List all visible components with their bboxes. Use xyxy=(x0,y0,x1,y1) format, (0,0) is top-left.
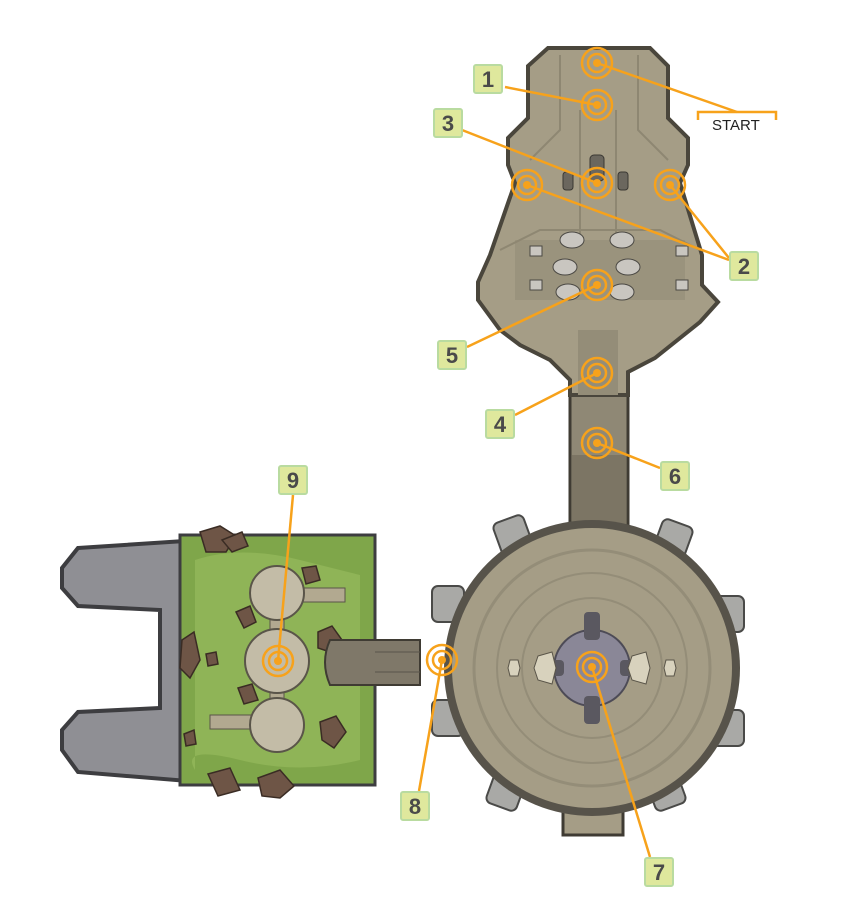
marker-ring xyxy=(586,172,608,194)
marker-ring xyxy=(586,432,608,454)
marker-ring xyxy=(274,657,282,665)
objective-badge-5[interactable]: 5 xyxy=(437,340,467,370)
marker-ring xyxy=(580,268,614,302)
marker-ring xyxy=(516,174,538,196)
objective-badge-4[interactable]: 4 xyxy=(485,409,515,439)
marker-2b[interactable] xyxy=(653,168,687,202)
bridge xyxy=(324,639,421,686)
objective-badge-9[interactable]: 9 xyxy=(278,465,308,495)
marker-ring xyxy=(586,362,608,384)
objective-badge-7[interactable]: 7 xyxy=(644,857,674,887)
marker-ring xyxy=(593,59,601,67)
marker-ring xyxy=(593,439,601,447)
marker-ring xyxy=(586,52,608,74)
marker-ring xyxy=(431,649,453,671)
marker-ring xyxy=(666,181,674,189)
marker-ring xyxy=(653,168,687,202)
marker-9[interactable] xyxy=(261,644,295,678)
objective-badge-3[interactable]: 3 xyxy=(433,108,463,138)
marker-ring xyxy=(575,650,609,684)
marker-ring xyxy=(425,643,459,677)
marker-ring xyxy=(586,94,608,116)
objective-badge-8[interactable]: 8 xyxy=(400,791,430,821)
marker-6[interactable] xyxy=(580,426,614,460)
objective-badge-1[interactable]: 1 xyxy=(473,64,503,94)
north-building xyxy=(476,46,721,397)
objective-badge-6[interactable]: 6 xyxy=(660,461,690,491)
marker-ring xyxy=(261,644,295,678)
marker-5[interactable] xyxy=(580,268,614,302)
marker-4[interactable] xyxy=(580,356,614,390)
marker-ring xyxy=(580,46,614,80)
objective-badge-2[interactable]: 2 xyxy=(729,251,759,281)
marker-ring xyxy=(580,166,614,200)
marker-1[interactable] xyxy=(580,88,614,122)
marker-ring xyxy=(581,656,603,678)
corridor-shadow xyxy=(572,455,626,533)
marker-ring xyxy=(438,656,446,664)
marker-ring xyxy=(580,356,614,390)
marker-ring xyxy=(593,179,601,187)
marker-ring xyxy=(580,426,614,460)
objective-markers xyxy=(261,46,687,684)
marker-ring xyxy=(593,369,601,377)
marker-ring xyxy=(659,174,681,196)
marker-ring xyxy=(510,168,544,202)
marker-8[interactable] xyxy=(425,643,459,677)
marker-ring xyxy=(593,281,601,289)
start-label: START xyxy=(712,117,760,134)
west-courtyard xyxy=(60,525,377,799)
marker-ring xyxy=(593,101,601,109)
marker-ring xyxy=(586,274,608,296)
marker-ring xyxy=(523,181,531,189)
marker-2a[interactable] xyxy=(510,168,544,202)
marker-ring xyxy=(588,663,596,671)
marker-ring xyxy=(267,650,289,672)
marker-7[interactable] xyxy=(575,650,609,684)
marker-3[interactable] xyxy=(580,166,614,200)
marker-ring xyxy=(580,88,614,122)
marker-start[interactable] xyxy=(580,46,614,80)
